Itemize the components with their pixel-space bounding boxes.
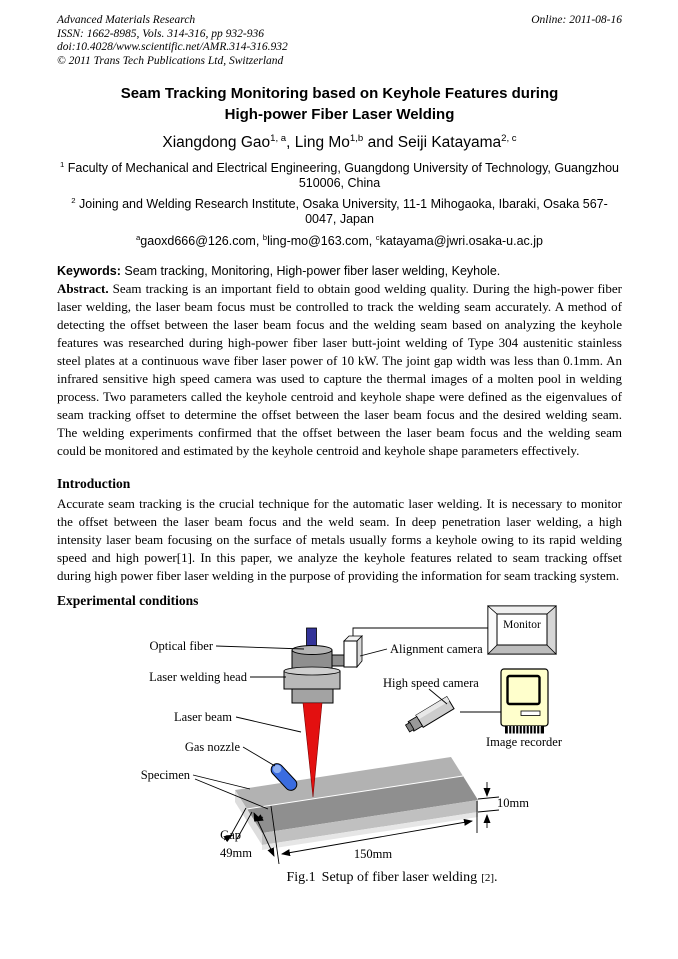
section-heading-introduction: Introduction xyxy=(57,476,131,491)
figure-caption-period: . xyxy=(494,870,498,885)
email-1: gaoxd666@126.com, xyxy=(140,234,263,248)
section-heading-experimental: Experimental conditions xyxy=(57,593,199,608)
issn-line: ISSN: 1662-8985, Vols. 314-316, pp 932-9… xyxy=(57,27,264,40)
leader-lines xyxy=(192,645,448,810)
laser-welding-head-label: Laser welding head xyxy=(149,670,248,684)
emails-line: agaoxd666@126.com, bling-mo@163.com, cka… xyxy=(57,233,622,249)
affiliation-2-text: Joining and Welding Research Institute, … xyxy=(75,197,608,226)
author-sep-1: , xyxy=(286,134,295,151)
keywords-line: Keywords: Seam tracking, Monitoring, Hig… xyxy=(57,262,622,280)
keywords-text: Seam tracking, Monitoring, High-power fi… xyxy=(120,264,501,278)
author-2-sup: 1,b xyxy=(349,132,364,144)
email-1-sup: a xyxy=(135,232,141,242)
abstract-text: Seam tracking is an important field to o… xyxy=(57,281,622,458)
author-3-sup: 2, c xyxy=(501,132,517,144)
figure-caption-ref: [2] xyxy=(481,872,494,884)
optical-fiber-label: Optical fiber xyxy=(149,639,213,653)
email-3: katayama@jwri.osaka-u.ac.jp xyxy=(379,234,544,248)
specimen-label: Specimen xyxy=(141,768,191,782)
text-column: Advanced Materials Research ISSN: 1662-8… xyxy=(57,14,622,609)
high-speed-camera-shape xyxy=(404,696,455,733)
dimension-annotations xyxy=(223,782,500,865)
affiliation-1-text: Faculty of Mechanical and Electrical Eng… xyxy=(64,161,620,190)
keywords-label: Keywords: xyxy=(57,264,121,278)
email-3-sup: c xyxy=(375,232,380,242)
doi-line: doi:10.4028/www.scientific.net/AMR.314-3… xyxy=(57,41,288,53)
abstract-paragraph: Abstract. Seam tracking is an important … xyxy=(57,280,622,460)
back-plate xyxy=(235,757,463,809)
high-speed-camera-label: High speed camera xyxy=(383,676,479,690)
figure-caption-fig: Fig.1 xyxy=(286,870,315,885)
paper-title-line2: High-power Fiber Laser Welding xyxy=(224,105,455,123)
paper-title-line1: Seam Tracking Monitoring based on Keyhol… xyxy=(120,85,559,102)
introduction-paragraph: Accurate seam tracking is the crucial te… xyxy=(57,496,622,583)
image-recorder-shape xyxy=(500,668,549,734)
gas-nozzle-label: Gas nozzle xyxy=(185,740,241,754)
figure-1: Monitor xyxy=(141,605,563,885)
dim-10mm-label: 10mm xyxy=(497,796,529,810)
author-1: Xiangdong Gao xyxy=(162,134,271,151)
laser-beam-shape xyxy=(302,702,323,798)
affiliation-1-sup: 1 xyxy=(59,159,65,169)
front-plate xyxy=(247,776,478,833)
email-2: ling-mo@163.com, xyxy=(267,234,376,248)
journal-name: Advanced Materials Research xyxy=(57,14,196,26)
journal-header-left: Advanced Materials Research ISSN: 1662-8… xyxy=(57,14,288,68)
author-3: Seiji Katayama xyxy=(397,134,502,151)
alignment-camera-shape xyxy=(343,635,363,669)
figure-caption: Fig.1 Setup of fiber laser welding[2]. xyxy=(286,870,497,885)
affiliation-1: 1 Faculty of Mechanical and Electrical E… xyxy=(57,159,622,191)
email-2-sup: b xyxy=(262,232,268,242)
author-sep-2: and xyxy=(363,134,398,151)
journal-header: Advanced Materials Research ISSN: 1662-8… xyxy=(57,14,622,68)
monitor-cable xyxy=(352,627,489,638)
authors-line: Xiangdong Gao1, a, Ling Mo1,b and Seiji … xyxy=(57,133,622,153)
gap-label: Gap xyxy=(220,828,241,842)
monitor-shape: Monitor xyxy=(487,605,557,655)
copyright-line: © 2011 Trans Tech Publications Ltd, Swit… xyxy=(57,54,284,67)
laser-beam-label: Laser beam xyxy=(174,710,232,724)
alignment-camera-label: Alignment camera xyxy=(390,642,483,656)
author-2: Ling Mo xyxy=(294,134,350,151)
affiliation-2-sup: 2 xyxy=(71,195,76,205)
online-date: Online: 2011-08-16 xyxy=(531,14,622,26)
laser-welding-head-shape xyxy=(283,627,363,704)
monitor-label: Monitor xyxy=(503,619,541,631)
dim-49mm-label: 49mm xyxy=(220,846,252,860)
seam-line xyxy=(246,775,464,810)
image-recorder-label: Image recorder xyxy=(486,735,563,749)
abstract-label: Abstract. xyxy=(57,281,109,296)
author-1-sup: 1, a xyxy=(270,132,287,144)
figure-caption-main: Setup of fiber laser welding xyxy=(322,870,478,885)
dim-150mm-label: 150mm xyxy=(354,847,392,861)
paper-title: Seam Tracking Monitoring based on Keyhol… xyxy=(57,84,622,125)
affiliation-2: 2 Joining and Welding Research Institute… xyxy=(57,195,622,227)
